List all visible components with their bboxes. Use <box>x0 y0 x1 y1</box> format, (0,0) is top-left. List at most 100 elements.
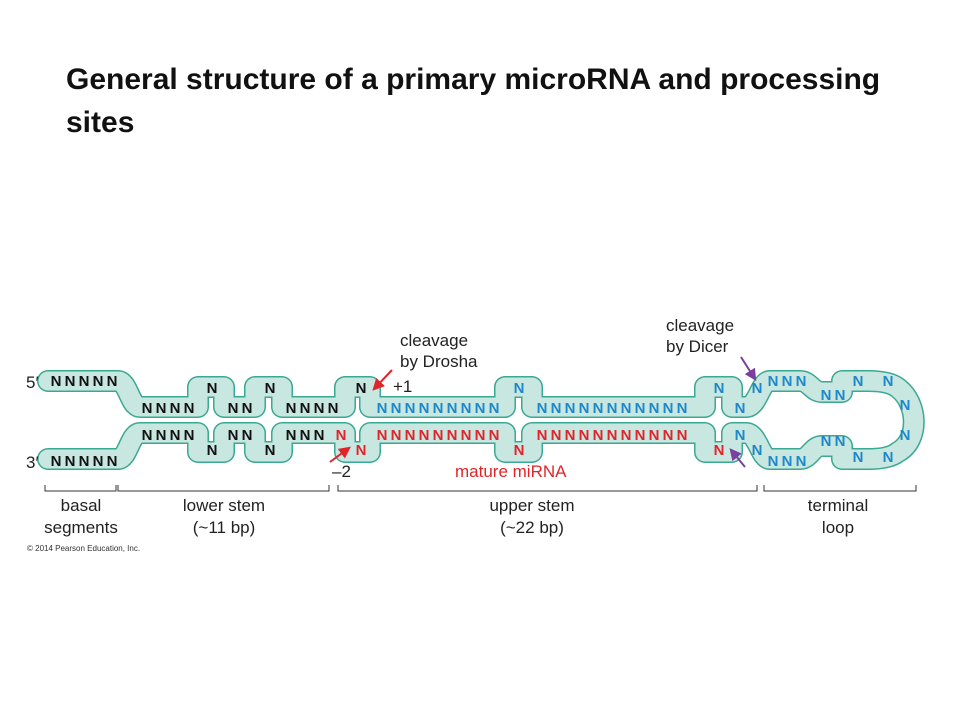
region-terminal-loop-line1: terminal <box>808 496 868 515</box>
mature-mirna-nucleotide: N <box>565 427 576 444</box>
mature-mirna-nucleotide: N <box>607 427 618 444</box>
basal-nucleotide-3p: N <box>79 453 90 470</box>
upper-stem-nucleotide: N <box>607 400 618 417</box>
basal-nucleotide-5p: N <box>79 373 90 390</box>
upper-stem-nucleotide: N <box>461 400 472 417</box>
minus-two-label: –2 <box>332 462 351 481</box>
lower-stem-nucleotide: N <box>242 427 253 444</box>
region-lower-stem-line1: lower stem <box>183 496 265 515</box>
mature-mirna-nucleotide: N <box>663 427 674 444</box>
basal-nucleotide-3p: N <box>93 453 104 470</box>
upper-stem-nucleotide: N <box>663 400 674 417</box>
basal-nucleotide-3p: N <box>65 453 76 470</box>
bulge-nucleotide: N <box>265 380 276 397</box>
loop-nucleotide: N <box>782 373 793 390</box>
loop-nucleotide: N <box>768 373 779 390</box>
drosha-label-line2: by Drosha <box>400 352 478 371</box>
bulge-nucleotide: N <box>207 442 218 459</box>
mature-mirna-label: mature miRNA <box>455 462 567 481</box>
mature-mirna-nucleotide: N <box>461 427 472 444</box>
basal-nucleotide-5p: N <box>93 373 104 390</box>
upper-stem-nucleotide: N <box>735 427 746 444</box>
loop-nucleotide: N <box>853 449 864 466</box>
mature-mirna-nucleotide: N <box>579 427 590 444</box>
upper-stem-nucleotide: N <box>433 400 444 417</box>
lower-stem-nucleotide: N <box>156 400 167 417</box>
annotation-layer: 5′ 3′ cleavage by Drosha cleavage by Dic… <box>26 316 917 553</box>
mature-mirna-nucleotide: N <box>356 442 367 459</box>
lower-stem-nucleotide: N <box>170 400 181 417</box>
upper-stem-nucleotide: N <box>405 400 416 417</box>
mature-mirna-nucleotide: N <box>621 427 632 444</box>
mature-mirna-nucleotide: N <box>336 427 347 444</box>
bulge-nucleotide: N <box>207 380 218 397</box>
mature-mirna-nucleotide: N <box>377 427 388 444</box>
bracket-upper-stem <box>337 485 758 492</box>
region-upper-stem-line1: upper stem <box>489 496 574 515</box>
lower-stem-nucleotide: N <box>300 427 311 444</box>
lower-stem-nucleotide: N <box>328 400 339 417</box>
loop-nucleotide: N <box>782 453 793 470</box>
bracket-lower-stem <box>117 485 330 492</box>
basal-nucleotide-5p: N <box>107 373 118 390</box>
bulge-nucleotide: N <box>265 442 276 459</box>
lower-stem-nucleotide: N <box>242 400 253 417</box>
upper-stem-nucleotide: N <box>447 400 458 417</box>
mature-mirna-nucleotide: N <box>537 427 548 444</box>
loop-nucleotide: N <box>821 433 832 450</box>
strand-outline <box>37 370 925 470</box>
loop-nucleotide: N <box>821 387 832 404</box>
bulge-nucleotide: N <box>356 380 367 397</box>
dicer-label-line2: by Dicer <box>666 337 729 356</box>
loop-nucleotide: N <box>883 449 894 466</box>
slide-title: General structure of a primary microRNA … <box>66 63 881 139</box>
three-prime-label: 3′ <box>26 453 39 472</box>
basal-nucleotide-3p: N <box>107 453 118 470</box>
lower-stem-nucleotide: N <box>286 400 297 417</box>
upper-stem-nucleotide: N <box>391 400 402 417</box>
lower-stem-nucleotide: N <box>228 427 239 444</box>
region-upper-stem-line2: (~22 bp) <box>500 518 564 537</box>
region-terminal-loop-line2: loop <box>822 518 854 537</box>
lower-stem-nucleotide: N <box>228 400 239 417</box>
upper-stem-nucleotide: N <box>593 400 604 417</box>
loop-nucleotide: N <box>768 453 779 470</box>
lower-stem-nucleotide: N <box>142 400 153 417</box>
upper-stem-nucleotide: N <box>537 400 548 417</box>
lower-stem-nucleotide: N <box>156 427 167 444</box>
plus-one-label: +1 <box>393 377 412 396</box>
mature-mirna-nucleotide: N <box>489 427 500 444</box>
lower-stem-nucleotide: N <box>314 400 325 417</box>
mature-mirna-nucleotide: N <box>514 442 525 459</box>
bulge-nucleotide: N <box>714 380 725 397</box>
rna-strand-backbone <box>37 370 925 470</box>
basal-nucleotide-3p: N <box>51 453 62 470</box>
basal-nucleotide-5p: N <box>51 373 62 390</box>
loop-nucleotide: N <box>796 373 807 390</box>
strand-fill <box>38 371 924 469</box>
loop-nucleotide: N <box>900 397 911 414</box>
basal-nucleotide-5p: N <box>65 373 76 390</box>
upper-stem-nucleotide: N <box>551 400 562 417</box>
mature-mirna-nucleotide: N <box>551 427 562 444</box>
upper-stem-nucleotide: N <box>579 400 590 417</box>
lower-stem-nucleotide: N <box>300 400 311 417</box>
mature-mirna-nucleotide: N <box>677 427 688 444</box>
upper-stem-nucleotide: N <box>752 442 763 459</box>
drosha-label-line1: cleavage <box>400 331 468 350</box>
dicer-cleavage-arrow-bottom <box>729 448 746 468</box>
lower-stem-nucleotide: N <box>142 427 153 444</box>
mature-mirna-nucleotide: N <box>475 427 486 444</box>
upper-stem-nucleotide: N <box>677 400 688 417</box>
region-lower-stem-line2: (~11 bp) <box>193 518 256 537</box>
loop-nucleotide: N <box>853 373 864 390</box>
upper-stem-nucleotide: N <box>621 400 632 417</box>
loop-nucleotide: N <box>883 373 894 390</box>
region-brackets <box>44 485 917 492</box>
bulge-nucleotide: N <box>514 380 525 397</box>
upper-stem-nucleotide: N <box>475 400 486 417</box>
copyright-notice: © 2014 Pearson Education, Inc. <box>27 544 140 553</box>
drosha-cleavage-arrow-top <box>372 369 393 391</box>
